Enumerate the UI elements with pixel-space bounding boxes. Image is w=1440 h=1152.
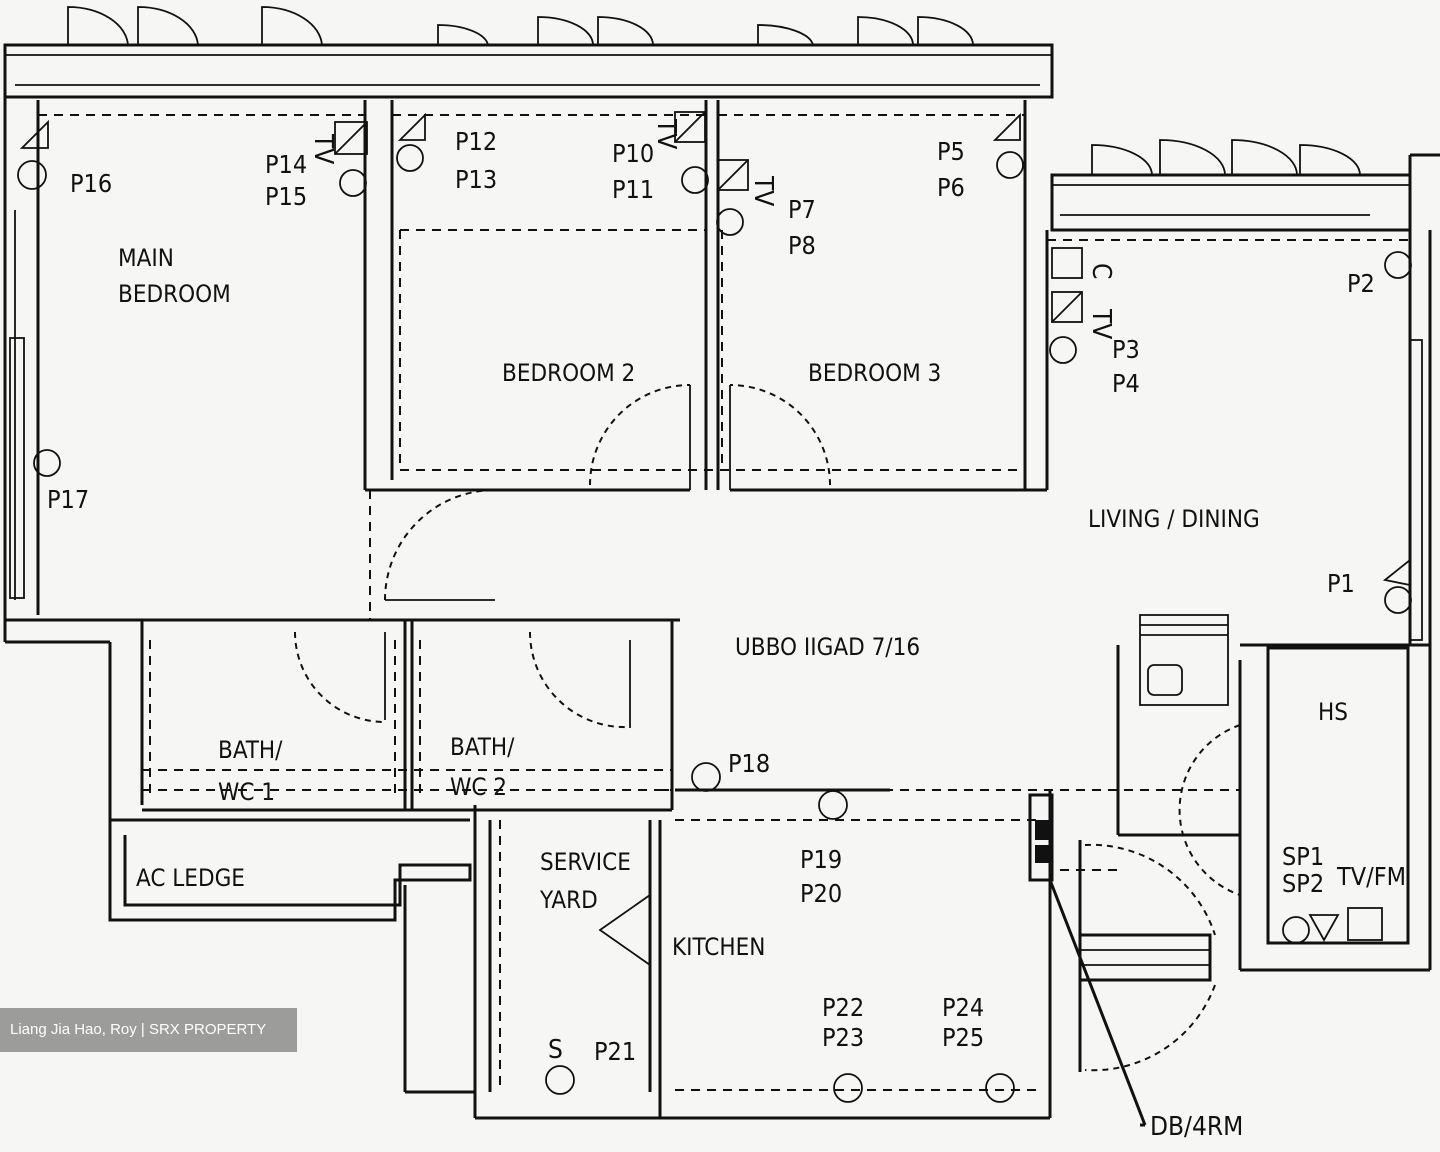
room-label-wc-1: WC 1 xyxy=(218,778,275,806)
label-p4: P4 xyxy=(1112,369,1140,398)
c-symbol-label: C xyxy=(1086,263,1116,279)
room-label-bath-2: BATH/ xyxy=(450,733,515,761)
db-label: DB/4RM xyxy=(1150,1112,1243,1142)
room-label-yard: YARD xyxy=(539,886,598,914)
room-label-wc-2: WC 2 xyxy=(450,773,507,801)
label-p13: P13 xyxy=(455,165,497,194)
room-label-ac-ledge: AC LEDGE xyxy=(136,864,245,892)
label-p24: P24 xyxy=(942,993,984,1022)
room-label-service: SERVICE xyxy=(540,848,631,876)
interior-walls xyxy=(5,100,1410,1127)
label-p23: P23 xyxy=(822,1023,864,1052)
label-p19: P19 xyxy=(800,845,842,874)
tv-symbol-label: TV xyxy=(651,118,681,149)
label-p14: P14 xyxy=(265,150,307,179)
room-label-bath-1: BATH/ xyxy=(218,736,283,764)
label-p12: P12 xyxy=(455,127,497,156)
label-p16: P16 xyxy=(70,169,112,198)
label-p22: P22 xyxy=(822,993,864,1022)
label-p15: P15 xyxy=(265,182,307,211)
room-label-hs: HS xyxy=(1318,698,1348,726)
watermark: Liang Jia Hao, Roy | SRX PROPERTY xyxy=(0,1008,297,1052)
label-tvfm: TV/FM xyxy=(1336,862,1406,891)
label-p8: P8 xyxy=(788,231,816,260)
reversed-text: UBBO IIGAD 7/16 xyxy=(735,633,920,661)
tv-symbol-label: TV xyxy=(308,133,338,164)
label-p20: P20 xyxy=(800,879,842,908)
room-label-living-dining: LIVING / DINING xyxy=(1088,505,1260,533)
label-p25: P25 xyxy=(942,1023,984,1052)
room-label-main: MAIN xyxy=(118,244,174,272)
tv-symbol-label: TV xyxy=(748,175,778,206)
label-p10: P10 xyxy=(612,139,654,168)
label-p21: P21 xyxy=(594,1037,636,1066)
s-symbol-label: S xyxy=(548,1035,563,1065)
label-p1: P1 xyxy=(1327,569,1355,598)
windows xyxy=(67,6,1361,176)
label-p18: P18 xyxy=(728,749,770,778)
label-p3: P3 xyxy=(1112,335,1140,364)
label-p11: P11 xyxy=(612,175,654,204)
room-label-bedroom-3: BEDROOM 3 xyxy=(808,359,941,387)
label-p5: P5 xyxy=(937,137,965,166)
label-sp2: SP2 xyxy=(1282,869,1324,898)
label-p7: P7 xyxy=(788,195,816,224)
label-p6: P6 xyxy=(937,173,965,202)
dashed-lines xyxy=(38,114,1410,1091)
label-sp1: SP1 xyxy=(1282,842,1324,871)
doors xyxy=(294,384,1241,1072)
label-p17: P17 xyxy=(47,485,89,514)
room-label-bedroom-2: BEDROOM 2 xyxy=(502,359,635,387)
room-label-main-2: BEDROOM xyxy=(118,280,231,308)
label-p2: P2 xyxy=(1347,269,1375,298)
tv-symbol-label: TV xyxy=(1086,308,1116,339)
point-symbols xyxy=(17,111,1412,1103)
room-label-kitchen: KITCHEN xyxy=(672,933,765,961)
